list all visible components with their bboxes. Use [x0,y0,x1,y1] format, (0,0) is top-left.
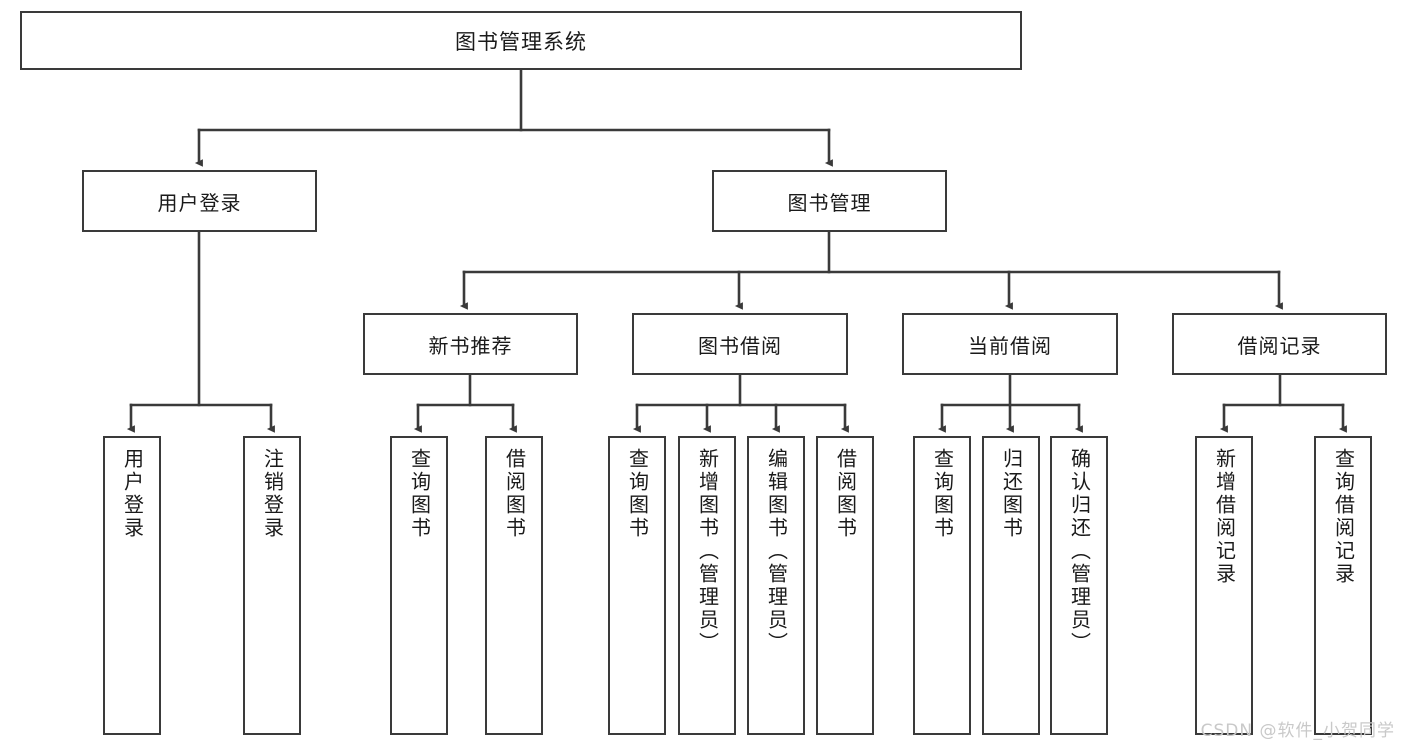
node-label: 借阅图书 [502,448,527,540]
leaf-current-return-book[interactable]: 归还图书 [982,436,1040,735]
node-label: 图书借阅 [698,333,782,358]
node-label: 新增借阅记录 [1212,448,1237,586]
leaf-recommend-query-book[interactable]: 查询图书 [390,436,448,735]
node-label: 新书推荐 [428,333,513,358]
node-label: 用户登录 [120,448,145,540]
node-label: 图书管理系统 [455,29,587,54]
node-label: 借阅记录 [1237,333,1322,358]
node-book-management[interactable]: 图书管理 [712,170,947,232]
node-label: 编辑图书（管理员） [764,448,789,655]
leaf-recommend-borrow-book[interactable]: 借阅图书 [485,436,543,735]
node-label: 当前借阅 [968,333,1052,358]
node-label: 新增图书（管理员） [695,448,720,655]
node-label: 借阅图书 [833,448,858,540]
leaf-record-query-record[interactable]: 查询借阅记录 [1314,436,1372,735]
node-new-book-recommend[interactable]: 新书推荐 [363,313,578,375]
leaf-current-confirm-return-admin[interactable]: 确认归还（管理员） [1050,436,1108,735]
leaf-current-query-book[interactable]: 查询图书 [913,436,971,735]
node-label: 确认归还（管理员） [1067,448,1092,655]
leaf-borrow-add-book-admin[interactable]: 新增图书（管理员） [678,436,736,735]
node-label: 查询图书 [930,448,955,540]
node-label: 归还图书 [999,448,1024,540]
node-book-borrow[interactable]: 图书借阅 [632,313,848,375]
leaf-record-add-record[interactable]: 新增借阅记录 [1195,436,1253,735]
node-user-login[interactable]: 用户登录 [82,170,317,232]
node-label: 图书管理 [787,190,872,215]
node-root-system[interactable]: 图书管理系统 [20,11,1022,70]
leaf-user-login-login[interactable]: 用户登录 [103,436,161,735]
node-label: 查询借阅记录 [1331,448,1356,586]
node-label: 注销登录 [260,448,285,540]
leaf-borrow-edit-book-admin[interactable]: 编辑图书（管理员） [747,436,805,735]
leaf-borrow-query-book[interactable]: 查询图书 [608,436,666,735]
node-label: 查询图书 [625,448,650,540]
node-borrow-record[interactable]: 借阅记录 [1172,313,1387,375]
leaf-borrow-borrow-book[interactable]: 借阅图书 [816,436,874,735]
watermark-text: CSDN @软件_小贺同学 [1200,721,1395,741]
node-current-borrow[interactable]: 当前借阅 [902,313,1118,375]
leaf-user-login-logout[interactable]: 注销登录 [243,436,301,735]
node-label: 查询图书 [407,448,432,540]
node-label: 用户登录 [157,190,242,215]
